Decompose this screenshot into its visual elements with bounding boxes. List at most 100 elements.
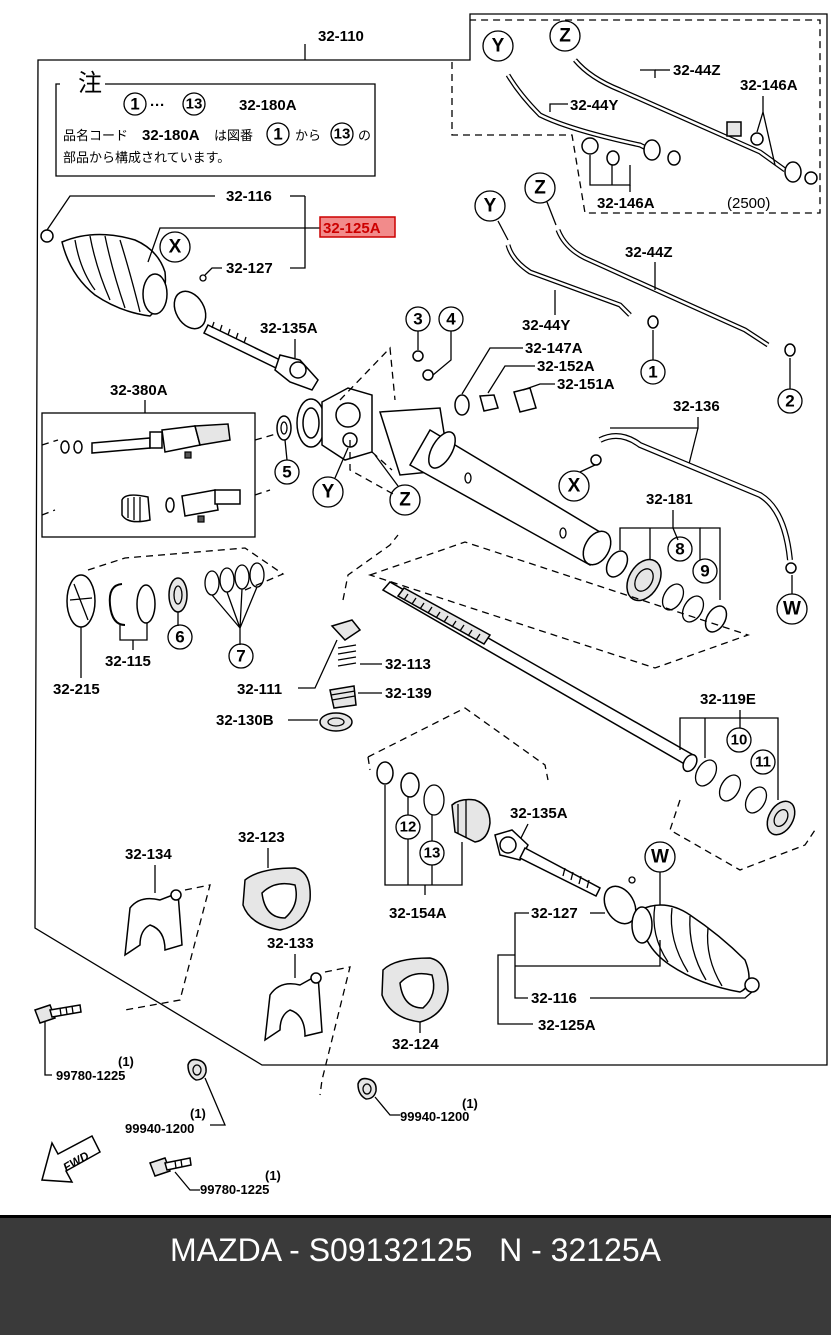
label-32-44Y-top: 32-44Y [570, 97, 618, 114]
callout-11 [750, 749, 776, 775]
gear-housing [276, 387, 612, 567]
parts-diagram: 32-110 注 1 ··· 13 32-180A 品名コード 32-180A … [34, 13, 828, 1197]
svg-text:10: 10 [731, 732, 748, 749]
label-32-136: 32-136 [673, 398, 720, 415]
callout-6 [167, 624, 193, 650]
note-heading: 注 [78, 70, 102, 97]
note-box: 注 1 ··· 13 32-180A 品名コード 32-180A は図番 1 か… [55, 70, 376, 177]
svg-text:1: 1 [130, 95, 139, 114]
label-32-130B: 32-130B [216, 712, 274, 729]
variant-label: (2500) [727, 195, 770, 212]
svg-text:は図番: は図番 [214, 128, 253, 143]
svg-text:···: ··· [150, 97, 165, 114]
svg-text:W: W [651, 847, 669, 868]
svg-text:W: W [783, 599, 801, 620]
label-32-124: 32-124 [392, 1036, 439, 1053]
svg-text:7: 7 [236, 647, 245, 666]
label-32-116-top: 32-116 [226, 188, 272, 205]
svg-text:Z: Z [534, 178, 546, 199]
svg-text:11: 11 [755, 754, 771, 771]
callout-Z-center [389, 484, 421, 516]
qty-nut-b: (1) [462, 1096, 478, 1111]
svg-text:Y: Y [492, 36, 505, 57]
svg-text:の: の [358, 128, 371, 143]
callout-Y-center [312, 476, 344, 508]
callout-7 [228, 643, 254, 669]
qty-bolt-a: (1) [118, 1054, 134, 1069]
svg-text:3: 3 [413, 310, 422, 329]
part-number-banner: MAZDA - S09132125 N - 32125A [0, 1215, 831, 1335]
svg-text:Y: Y [322, 482, 335, 503]
label-32-146A-mid: 32-146A [597, 195, 655, 212]
svg-text:13: 13 [334, 126, 351, 143]
svg-text:品名コード: 品名コード [63, 128, 128, 143]
label-32-147A: 32-147A [525, 340, 583, 357]
svg-text:6: 6 [175, 628, 184, 647]
label-32-127-top: 32-127 [226, 260, 273, 277]
label-32-134: 32-134 [125, 846, 172, 863]
callout-X-left [159, 231, 191, 263]
svg-text:13: 13 [424, 845, 441, 862]
label-32-181: 32-181 [646, 491, 693, 508]
label-32-380A: 32-380A [110, 382, 168, 399]
label-32-146A-top: 32-146A [740, 77, 798, 94]
qty-bolt-b: (1) [265, 1168, 281, 1183]
svg-text:32-180A: 32-180A [239, 97, 297, 114]
callout-Z-top [549, 20, 581, 52]
part-number-text: MAZDA - S09132125 N - 32125A [170, 1232, 661, 1268]
label-32-127-bottom: 32-127 [531, 905, 578, 922]
label-32-111: 32-111 [237, 681, 282, 698]
label-32-110: 32-110 [318, 28, 364, 45]
label-32-44Z-top: 32-44Z [673, 62, 721, 79]
label-32-215: 32-215 [53, 681, 100, 698]
svg-text:8: 8 [675, 540, 684, 559]
label-32-116-bottom: 32-116 [531, 990, 577, 1007]
label-99780-1225-a: 99780-1225 [56, 1068, 125, 1083]
tie-rod-top [202, 321, 319, 391]
label-32-123: 32-123 [238, 829, 285, 846]
label-32-125A-bottom: 32-125A [538, 1017, 596, 1034]
label-32-152A: 32-152A [537, 358, 595, 375]
svg-text:1: 1 [273, 125, 282, 144]
label-32-135A-top: 32-135A [260, 320, 318, 337]
svg-text:13: 13 [186, 96, 203, 113]
label-32-135A-bottom: 32-135A [510, 805, 568, 822]
callout-10 [726, 727, 752, 753]
highlight-32-125A [319, 216, 396, 238]
callout-X-right [558, 470, 590, 502]
valve-parts [60, 423, 241, 523]
label-32-113: 32-113 [385, 656, 431, 673]
callout-8 [667, 536, 693, 562]
svg-text:5: 5 [282, 463, 291, 482]
left-boot [40, 229, 207, 330]
svg-text:Z: Z [559, 26, 571, 47]
svg-text:Z: Z [399, 490, 411, 511]
fwd-arrow: FWD [41, 1134, 101, 1183]
callout-9 [692, 558, 718, 584]
label-32-139: 32-139 [385, 685, 432, 702]
label-32-154A: 32-154A [389, 905, 447, 922]
assembly-outline [34, 13, 828, 1066]
label-99940-1200-a: 99940-1200 [125, 1121, 194, 1136]
valve-box [41, 412, 256, 538]
label-32-133: 32-133 [267, 935, 314, 952]
svg-text:部品から構成されています。: 部品から構成されています。 [63, 150, 230, 165]
label-32-115: 32-115 [105, 653, 151, 670]
callout-Y-top [482, 30, 514, 62]
svg-text:X: X [568, 476, 581, 497]
label-32-125A-highlighted: 32-125A [323, 220, 381, 237]
label-32-151A: 32-151A [557, 376, 615, 393]
svg-text:1: 1 [648, 363, 657, 382]
svg-text:12: 12 [400, 819, 417, 836]
tie-rod-bottom [494, 829, 601, 898]
label-32-44Y-mid: 32-44Y [522, 317, 570, 334]
svg-text:32-180A: 32-180A [142, 127, 200, 144]
svg-text:9: 9 [700, 562, 709, 581]
rack-shaft [381, 581, 698, 773]
label-99940-1200-b: 99940-1200 [400, 1109, 469, 1124]
svg-text:Y: Y [484, 196, 497, 217]
svg-text:から: から [295, 128, 321, 143]
callout-Y-right [474, 190, 506, 222]
label-32-119E: 32-119E [700, 691, 756, 708]
label-32-44Z-mid: 32-44Z [625, 244, 673, 261]
